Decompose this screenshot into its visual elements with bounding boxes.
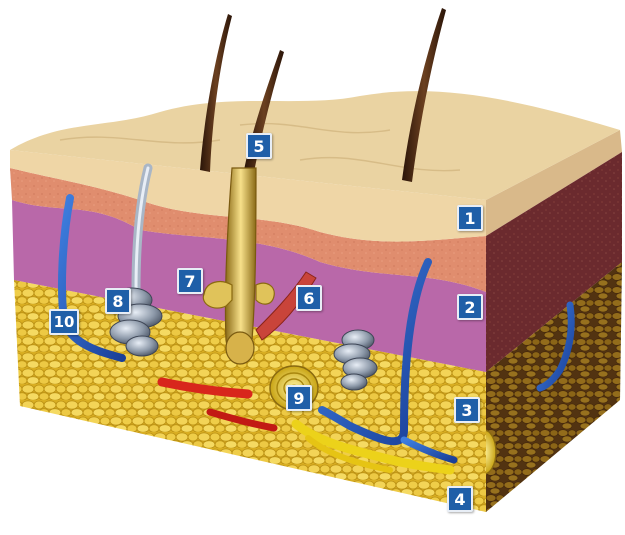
marker-7: 7 <box>177 268 203 294</box>
marker-3: 3 <box>454 397 480 423</box>
marker-4: 4 <box>447 486 473 512</box>
marker-6: 6 <box>296 285 322 311</box>
marker-9: 9 <box>286 385 312 411</box>
hair-follicle <box>225 168 256 356</box>
marker-8: 8 <box>105 288 131 314</box>
marker-5: 5 <box>246 133 272 159</box>
marker-2: 2 <box>457 294 483 320</box>
marker-1: 1 <box>457 205 483 231</box>
marker-10: 10 <box>49 309 79 335</box>
